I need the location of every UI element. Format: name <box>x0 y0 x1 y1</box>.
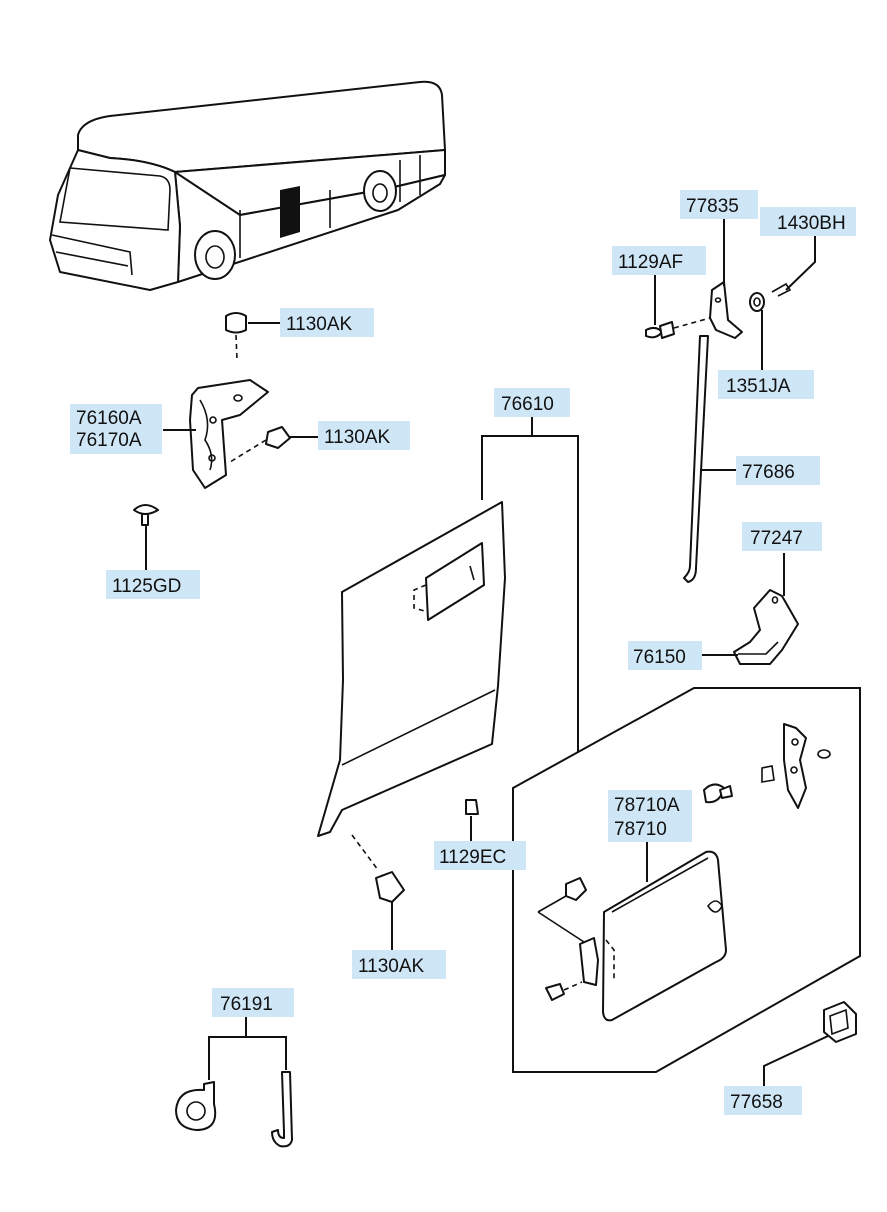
label-78710a: 78710A 78710 <box>608 790 692 842</box>
bus-illustration <box>49 80 446 291</box>
label-1129af: 1129AF <box>612 246 706 275</box>
label-77658: 77658 <box>724 1086 802 1115</box>
svg-text:76191: 76191 <box>220 994 273 1015</box>
label-76150: 76150 <box>628 641 702 670</box>
label-1130ak-top: 1130AK <box>280 308 374 337</box>
svg-text:77658: 77658 <box>730 1092 783 1113</box>
label-1130ak-mid: 1130AK <box>318 421 410 450</box>
door-panel <box>317 414 579 952</box>
label-1125gd: 1125GD <box>106 570 200 599</box>
label-76191: 76191 <box>212 988 294 1017</box>
svg-text:1351JA: 1351JA <box>726 376 791 397</box>
svg-text:76160A: 76160A <box>76 408 142 429</box>
svg-text:77835: 77835 <box>686 196 739 217</box>
lock-bracket <box>700 553 799 665</box>
svg-text:1130AK: 1130AK <box>324 427 391 448</box>
svg-text:1130AK: 1130AK <box>358 956 425 977</box>
svg-text:1129EC: 1129EC <box>439 847 506 868</box>
svg-text:77247: 77247 <box>750 528 803 549</box>
label-77247: 77247 <box>742 522 822 551</box>
svg-text:76150: 76150 <box>633 647 686 668</box>
label-1351ja: 1351JA <box>718 370 814 399</box>
label-77835: 77835 <box>680 190 758 219</box>
svg-text:76610: 76610 <box>501 394 554 415</box>
fuel-lid-box <box>512 687 861 1073</box>
svg-text:76170A: 76170A <box>76 430 142 451</box>
svg-text:1129AF: 1129AF <box>618 252 683 273</box>
label-1430bh: 1430BH <box>760 207 856 236</box>
svg-text:1430BH: 1430BH <box>777 213 846 234</box>
label-76610: 76610 <box>494 388 570 417</box>
hinge-assembly <box>133 312 322 572</box>
label-1130ak-bot: 1130AK <box>352 950 446 979</box>
svg-text:1125GD: 1125GD <box>112 576 181 597</box>
label-76160a: 76160A 76170A <box>70 404 162 454</box>
label-77686: 77686 <box>736 456 820 485</box>
svg-text:1130AK: 1130AK <box>286 314 353 335</box>
hook-parts <box>175 1015 293 1148</box>
svg-text:78710: 78710 <box>614 819 667 840</box>
plug-part <box>763 1001 857 1088</box>
svg-text:77686: 77686 <box>742 462 795 483</box>
label-1129ec: 1129EC <box>434 841 526 870</box>
svg-text:78710A: 78710A <box>614 795 680 816</box>
stay-rod-assembly <box>645 218 816 583</box>
